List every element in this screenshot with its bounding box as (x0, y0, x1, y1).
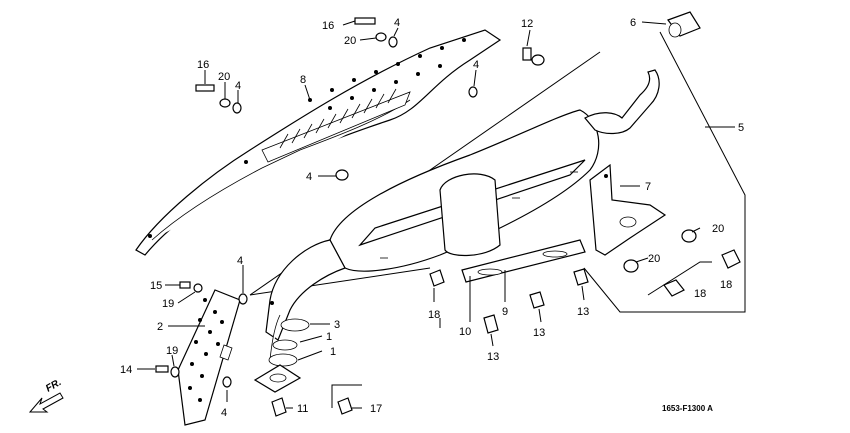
diagram-code: 1653-F1300 A (662, 404, 713, 413)
callout-17: 17 (370, 403, 382, 415)
bolt-14-icon (155, 365, 169, 373)
callout-20: 20 (712, 223, 724, 235)
grommet-4-top-icon (388, 36, 398, 48)
muffler (265, 69, 660, 361)
callout-7: 7 (645, 181, 651, 193)
heat-shield-holes (148, 38, 466, 238)
bolt-16-top-icon (354, 17, 376, 25)
callout-2: 2 (157, 321, 163, 333)
washer-19-low-icon (170, 366, 180, 378)
mounting-plate (461, 239, 586, 302)
bolt-12-icon (522, 47, 532, 61)
callout-16: 16 (197, 59, 209, 71)
callout-20: 20 (648, 253, 660, 265)
washer-20-right-low-icon (623, 259, 639, 273)
callout-4: 4 (237, 255, 243, 267)
bolt-15-icon (179, 281, 191, 289)
arrow-icon (28, 392, 64, 413)
callout-9: 9 (502, 306, 508, 318)
heat-shield-upper (135, 29, 502, 256)
callout-3: 3 (334, 319, 340, 331)
callout-4: 4 (221, 407, 227, 419)
nut-17-icon (337, 397, 353, 415)
nut-11-icon (271, 397, 287, 417)
nut-18-center-icon (429, 269, 445, 287)
callout-4: 4 (473, 59, 479, 71)
grommet-4-shield-icon (335, 169, 349, 181)
callout-13: 13 (487, 351, 499, 363)
callout-13: 13 (533, 327, 545, 339)
callout-6: 6 (630, 17, 636, 29)
callout-4: 4 (235, 80, 241, 92)
grommet-4-low-icon (222, 376, 232, 388)
washer-19-top-icon (193, 283, 203, 293)
washer-20-right-icon (681, 229, 697, 243)
washer-20-left-icon (219, 98, 231, 108)
hardware (155, 11, 741, 417)
callout-5: 5 (738, 122, 744, 134)
front-direction-indicator: FR. (28, 377, 64, 413)
bolt-16-left-icon (195, 84, 215, 92)
callout-15: 15 (150, 280, 162, 292)
heat-shield-slots (279, 88, 397, 149)
leader-lines (137, 20, 701, 409)
callout-1: 1 (326, 331, 332, 343)
nut-12-icon (531, 54, 545, 66)
callout-19: 19 (166, 345, 178, 357)
grommet-4-mid-icon (468, 86, 478, 98)
callout-8: 8 (300, 74, 306, 86)
nut-13-mid-icon (529, 291, 545, 309)
callout-4: 4 (394, 17, 400, 29)
nut-13-left-icon (483, 314, 499, 334)
callout-1: 1 (330, 346, 336, 358)
callout-18: 18 (720, 279, 732, 291)
washer-20-top-icon (375, 32, 387, 42)
grommet-4-left-icon (232, 102, 242, 114)
callout-4: 4 (306, 171, 312, 183)
direction-label: FR. (44, 377, 63, 395)
callout-20: 20 (344, 35, 356, 47)
nut-13-right-icon (573, 268, 589, 286)
callout-12: 12 (521, 18, 533, 30)
callout-14: 14 (120, 364, 132, 376)
callout-labels: 16 20 4 12 6 16 20 4 8 4 5 4 7 20 20 18 … (120, 17, 744, 419)
callout-11: 11 (297, 403, 308, 415)
callout-20: 20 (218, 71, 230, 83)
callout-18: 18 (694, 288, 706, 300)
muffler-bracket (589, 163, 667, 256)
nut-18-far-icon (721, 249, 741, 269)
callout-18: 18 (428, 309, 440, 321)
exhaust-joint (253, 318, 310, 393)
nut-18-right-icon (663, 279, 685, 297)
side-protector-holes (188, 298, 224, 402)
callout-19: 19 (162, 298, 174, 310)
callout-10: 10 (459, 326, 471, 338)
callout-16: 16 (322, 20, 334, 32)
side-protector (177, 289, 241, 426)
grommet-4-protector-icon (238, 293, 248, 305)
callout-13: 13 (577, 306, 589, 318)
